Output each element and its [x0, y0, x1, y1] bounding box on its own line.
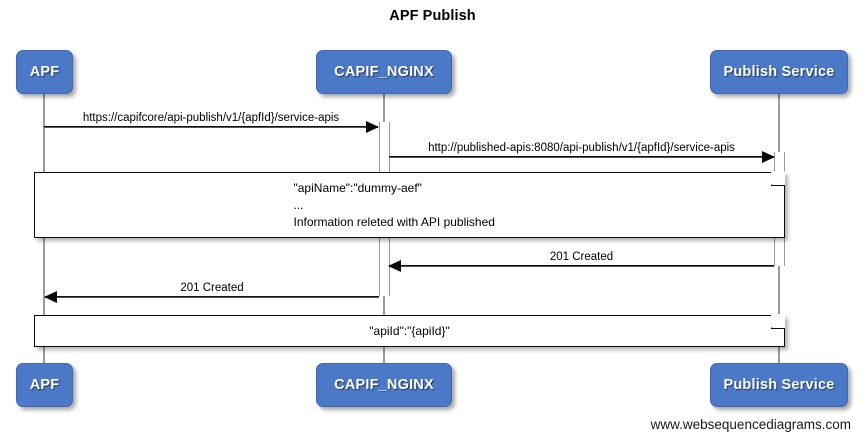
note-fold-corner-icon	[770, 170, 785, 186]
participant-label: Publish Service	[723, 64, 835, 80]
participant-capif-nginx-top[interactable]: CAPIF_NGINX	[316, 50, 452, 94]
participant-label: Publish Service	[723, 377, 835, 393]
participant-label: CAPIF_NGINX	[334, 64, 434, 80]
participant-label: APF	[29, 377, 60, 393]
participant-publish-service-bottom[interactable]: Publish Service	[710, 363, 848, 407]
page-title: APF Publish	[389, 8, 476, 24]
note-body: "apiName":"dummy-aef" ... Information re…	[35, 173, 784, 237]
participant-capif-nginx-bottom[interactable]: CAPIF_NGINX	[316, 363, 452, 407]
arrow-head-left-icon	[388, 260, 401, 272]
message-line	[389, 156, 774, 158]
activation-bar-publish-service-upper	[774, 152, 785, 174]
participant-label: APF	[29, 64, 60, 80]
note-fold-corner-icon	[770, 313, 785, 329]
message-label: 201 Created	[549, 251, 614, 263]
note-line: "apiId":"{apiId}"	[369, 323, 450, 338]
participant-apf-top[interactable]: APF	[16, 50, 73, 94]
note-request-body: "apiName":"dummy-aef" ... Information re…	[34, 170, 785, 238]
message-label: https://capifcore/api-publish/v1/{apfId}…	[82, 112, 340, 124]
note-line: "apiName":"dummy-aef"	[293, 180, 422, 195]
arrow-head-right-icon	[762, 151, 775, 163]
note-response-body: "apiId":"{apiId}"	[34, 313, 785, 347]
arrow-head-right-icon	[366, 121, 379, 133]
note-line: ...	[293, 197, 304, 212]
note-body: "apiId":"{apiId}"	[35, 316, 784, 346]
message-apf-to-capif-nginx-request[interactable]: https://capifcore/api-publish/v1/{apfId}…	[44, 112, 379, 133]
arrow-head-left-icon	[44, 291, 57, 303]
message-label: 201 Created	[180, 282, 244, 294]
message-capif-nginx-to-publish-service-request[interactable]: http://published-apis:8080/api-publish/v…	[389, 142, 775, 163]
participant-publish-service-top[interactable]: Publish Service	[710, 50, 848, 94]
watermark-credit: www.websequencediagrams.com	[650, 417, 851, 432]
participant-apf-bottom[interactable]: APF	[16, 363, 73, 407]
message-label: http://published-apis:8080/api-publish/v…	[428, 142, 735, 154]
activation-bar-publish-service-lower	[774, 238, 785, 266]
message-line	[45, 296, 379, 298]
activation-bar-capif-nginx-upper	[379, 122, 390, 174]
note-line: Information releted with API published	[293, 214, 495, 229]
message-line	[389, 265, 774, 267]
message-publish-service-to-capif-nginx-response[interactable]: 201 Created	[388, 251, 774, 272]
participant-label: CAPIF_NGINX	[334, 377, 434, 393]
message-capif-nginx-to-apf-response[interactable]: 201 Created	[44, 282, 379, 303]
message-line	[44, 126, 378, 128]
